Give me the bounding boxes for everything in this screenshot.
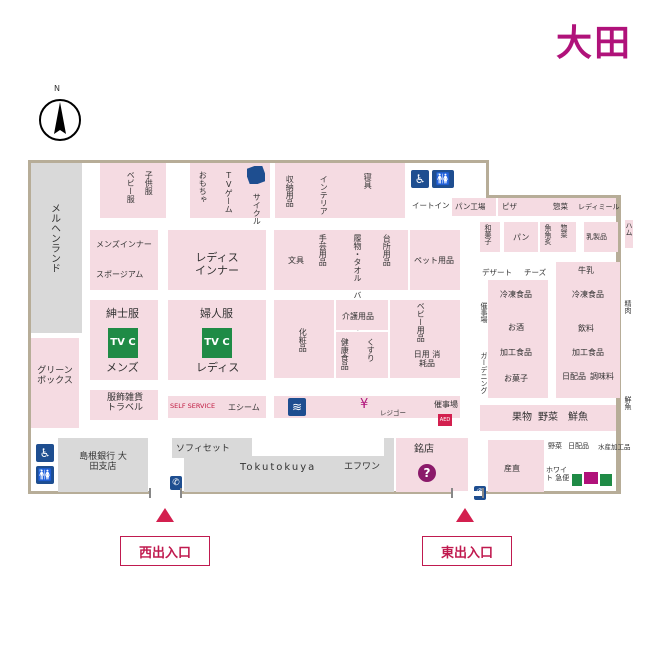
area-fresh: 果物 野菜 鮮魚 xyxy=(480,405,616,431)
label-fresh-right: 鮮魚 xyxy=(624,396,633,410)
area-interior: 収納用品 インテリア 寝具 xyxy=(275,163,405,218)
area-self-service: SELF SERVICE エシーム xyxy=(168,396,266,418)
area-checkout: ≋ ¥ レジゴー 催事場 xyxy=(274,396,460,418)
bicycle-icon xyxy=(247,166,265,184)
area-bread: パン xyxy=(504,222,538,252)
area-meiten: 銘店 ? xyxy=(396,438,468,492)
area-toys: おもちゃ TVゲーム サイクル xyxy=(190,163,270,225)
area-household: 文具 手芸用品 履物・タオル バス・トイレ用品 台所用品 xyxy=(274,230,408,355)
label-seasonal: 催事場 xyxy=(480,302,489,323)
area-mens-inner: メンズインナー スポージアム xyxy=(90,230,158,290)
area-ladies-inner: レディス インナー xyxy=(168,230,266,290)
area-cosmetics: 化粧品 xyxy=(274,300,334,378)
yen-icon: ¥ xyxy=(360,397,369,412)
atm-icon xyxy=(572,474,582,486)
area-bakery: パン工場 xyxy=(452,198,496,216)
area-sofiset: ソフィセット xyxy=(172,438,252,458)
info-icon: ? xyxy=(418,464,436,482)
aeon-bank-icon xyxy=(584,472,598,484)
area-deli-strip: ピザ 惣菜 レディミール xyxy=(498,198,620,216)
east-entrance-arrow-icon xyxy=(456,508,474,522)
area-gents: 紳士服 TV C メンズ xyxy=(90,300,158,380)
area-fish-deli: 魚魚炙 惣菜 xyxy=(540,222,576,252)
area-marchen-land: メルヘンランド xyxy=(31,163,82,333)
area-sanchoku: 産直 xyxy=(488,440,544,492)
east-entrance-label[interactable]: 東出入口 xyxy=(422,536,512,566)
area-ham: ハム xyxy=(625,220,633,248)
west-entrance-label[interactable]: 西出入口 xyxy=(120,536,210,566)
restroom-icon: 🚻 xyxy=(432,170,454,188)
area-daily: ベビー用品 日用 消耗品 xyxy=(390,300,460,378)
area-kids: ベビー服 子供服 xyxy=(100,163,166,218)
area-womens: 婦人服 TV C レディス xyxy=(168,300,266,380)
label-veg-small: 野菜 xyxy=(548,442,562,450)
label-white-cleaning: ホワイト 急便 xyxy=(546,466,570,483)
area-wagashi: 和菓子 xyxy=(480,222,500,252)
tvc-ladies-logo: TV C xyxy=(202,328,232,358)
label-eatin: イートイン xyxy=(412,201,450,210)
area-health: 健康食品 くすり xyxy=(336,332,388,378)
compass-north-label: N xyxy=(54,84,60,93)
area-pet: ペット用品 xyxy=(410,230,460,290)
wheelchair-toilet-icon: ♿ xyxy=(411,170,429,188)
aed-icon: AED xyxy=(438,414,452,426)
area-dairy: 乳製品 xyxy=(584,222,618,252)
label-dessert: デザート xyxy=(482,268,512,277)
wheelchair-icon: ♿ xyxy=(36,444,54,462)
checkout-icon: ≋ xyxy=(288,398,306,416)
tvc-mens-logo: TV C xyxy=(108,328,138,358)
west-entrance-arrow-icon xyxy=(156,508,174,522)
phone-icon-west: ✆ xyxy=(170,476,182,490)
area-care: 介護用品 xyxy=(336,300,388,330)
compass-icon xyxy=(39,99,81,141)
restroom-icon-west: 🚻 xyxy=(36,466,54,484)
area-grocery-left: 冷凍食品 お酒 加工食品 お菓子 xyxy=(488,280,548,398)
label-meat: 精肉 xyxy=(624,300,633,314)
area-bank: 島根銀行 大田支店 xyxy=(58,438,148,492)
label-dailyfood-small: 日配品 xyxy=(568,442,589,450)
area-green-box: グリーン ボックス xyxy=(31,338,79,428)
atm-icon-2 xyxy=(600,474,612,486)
label-gardening: ガーデニング xyxy=(480,352,489,394)
map-title: 大田 xyxy=(556,23,633,64)
area-tokutokuya: Tokutokuya エフワン xyxy=(184,456,384,492)
area-fashion: 服飾雑貨 トラベル xyxy=(90,390,158,420)
label-seafood: 水産加工品 xyxy=(598,443,631,451)
label-cheese: チーズ xyxy=(524,268,547,277)
area-grocery-right: 牛乳 冷凍食品 飲料 加工食品 日配品 調味料 xyxy=(556,262,620,398)
